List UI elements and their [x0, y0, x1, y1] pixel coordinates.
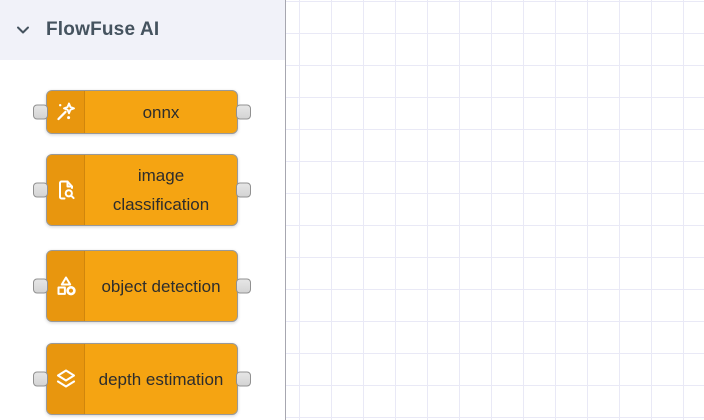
output-port	[236, 278, 251, 294]
node-label: image classification	[112, 166, 210, 214]
palette-node-object-detection[interactable]: object detection	[33, 250, 251, 322]
palette-sidebar: FlowFuse AI onnx	[0, 0, 285, 420]
output-port	[236, 182, 251, 198]
layers-icon	[47, 344, 85, 414]
node-label: object detection	[101, 276, 221, 296]
input-port	[33, 104, 48, 120]
shapes-icon	[47, 251, 85, 321]
flow-canvas[interactable]	[285, 0, 704, 420]
wand-sparkles-icon	[47, 91, 85, 133]
output-port	[236, 104, 251, 120]
output-port	[236, 371, 251, 387]
palette-node-image-classification[interactable]: image classification	[33, 154, 251, 226]
node-label: onnx	[142, 102, 180, 122]
palette-category-title: FlowFuse AI	[46, 19, 160, 40]
input-port	[33, 278, 48, 294]
node-label: depth estimation	[98, 369, 224, 389]
input-port	[33, 182, 48, 198]
palette-node-onnx[interactable]: onnx	[33, 90, 251, 134]
palette-category-header[interactable]: FlowFuse AI	[0, 0, 285, 60]
chevron-down-icon	[16, 23, 30, 37]
palette-node-depth-estimation[interactable]: depth estimation	[33, 343, 251, 415]
palette-node-list: onnx image classification	[0, 60, 285, 420]
file-search-icon	[47, 155, 85, 225]
input-port	[33, 371, 48, 387]
